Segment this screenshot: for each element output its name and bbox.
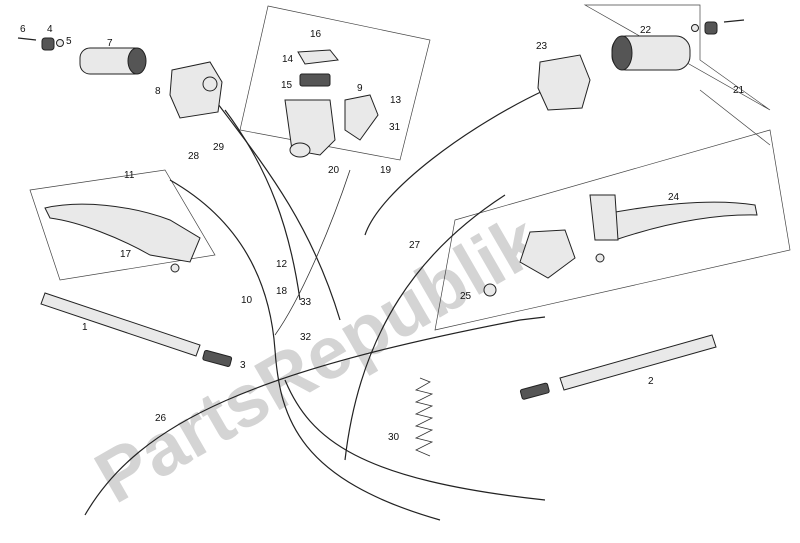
callout-14: 14 — [282, 54, 294, 65]
callout-12: 12 — [276, 259, 288, 270]
leader-21 — [699, 89, 771, 146]
callout-30: 30 — [388, 432, 400, 443]
lever-nut-right — [595, 253, 605, 263]
switch-assembly-box — [239, 5, 431, 161]
callout-18: 18 — [276, 286, 288, 297]
callout-2: 2 — [648, 376, 654, 387]
throttle-housing — [519, 229, 576, 279]
handlebar-right-2 — [559, 334, 717, 391]
callout-21: 21 — [733, 85, 745, 96]
bar-end-right — [519, 382, 550, 400]
right-switch-housing — [537, 54, 591, 111]
left-lever-box — [29, 169, 216, 281]
spring-30 — [414, 377, 434, 457]
callout-31: 31 — [389, 122, 401, 133]
cover-14 — [297, 49, 339, 65]
left-grip-end — [127, 47, 147, 75]
callout-6: 6 — [20, 24, 26, 35]
callout-8: 8 — [155, 86, 161, 97]
cable-12 — [224, 109, 301, 301]
wire-harness-left — [214, 99, 341, 321]
callout-11: 11 — [124, 170, 135, 181]
bar-end-weight-left — [41, 37, 55, 51]
brake-lever — [599, 201, 758, 241]
left-switch-knob — [202, 76, 218, 92]
callout-23: 23 — [536, 41, 548, 52]
callout-13: 13 — [390, 95, 402, 106]
screw-6-right — [723, 19, 745, 23]
callout-27: 27 — [409, 240, 421, 251]
throttle-cable-26 — [84, 316, 546, 516]
cable-27 — [344, 194, 506, 461]
callout-7: 7 — [107, 38, 113, 49]
callout-15: 15 — [281, 80, 293, 91]
clutch-cable-10 — [169, 179, 441, 521]
left-switch-housing — [169, 61, 223, 119]
gasket-15 — [299, 73, 331, 87]
cable-20 — [274, 169, 351, 336]
handlebar-left-1 — [40, 292, 201, 357]
callout-1: 1 — [82, 322, 88, 333]
callout-29: 29 — [213, 142, 225, 153]
right-lever-box — [434, 129, 791, 331]
callout-26: 26 — [155, 413, 167, 424]
washer-5-right — [691, 24, 699, 32]
washer-5-left — [56, 39, 64, 47]
lever-nut-left — [170, 263, 180, 273]
screw-6-left — [17, 37, 37, 41]
callout-24: 24 — [668, 192, 680, 203]
callout-25: 25 — [460, 291, 472, 302]
callout-17: 17 — [120, 249, 132, 260]
callout-19-top: 19 — [380, 165, 392, 176]
callout-10: 10 — [241, 295, 253, 306]
callout-16: 16 — [310, 29, 322, 40]
adjuster-25 — [483, 283, 497, 297]
callout-9: 9 — [357, 83, 363, 94]
callout-3-left: 3 — [240, 360, 246, 371]
callout-4: 4 — [47, 24, 53, 35]
clamp-9 — [344, 94, 379, 141]
bar-end-weight-right — [704, 21, 718, 35]
callout-33: 33 — [300, 297, 312, 308]
reservoir-ring — [289, 142, 311, 158]
callout-20-top: 20 — [328, 165, 340, 176]
callout-32: 32 — [300, 332, 312, 343]
right-grip-end — [611, 35, 633, 71]
callout-5: 5 — [66, 36, 72, 47]
right-grip-box — [583, 4, 771, 111]
wire-harness-right — [364, 89, 546, 236]
clutch-lever — [44, 203, 201, 263]
callout-28: 28 — [188, 151, 200, 162]
callout-22: 22 — [640, 25, 652, 36]
lever-pivot-right — [589, 194, 619, 241]
bar-end-left — [202, 349, 233, 367]
master-cylinder-15 — [284, 99, 336, 156]
cable-18 — [284, 379, 546, 501]
callout-labels: 1 2 3 4 5 6 7 8 9 10 11 12 13 14 15 16 1… — [20, 24, 745, 443]
